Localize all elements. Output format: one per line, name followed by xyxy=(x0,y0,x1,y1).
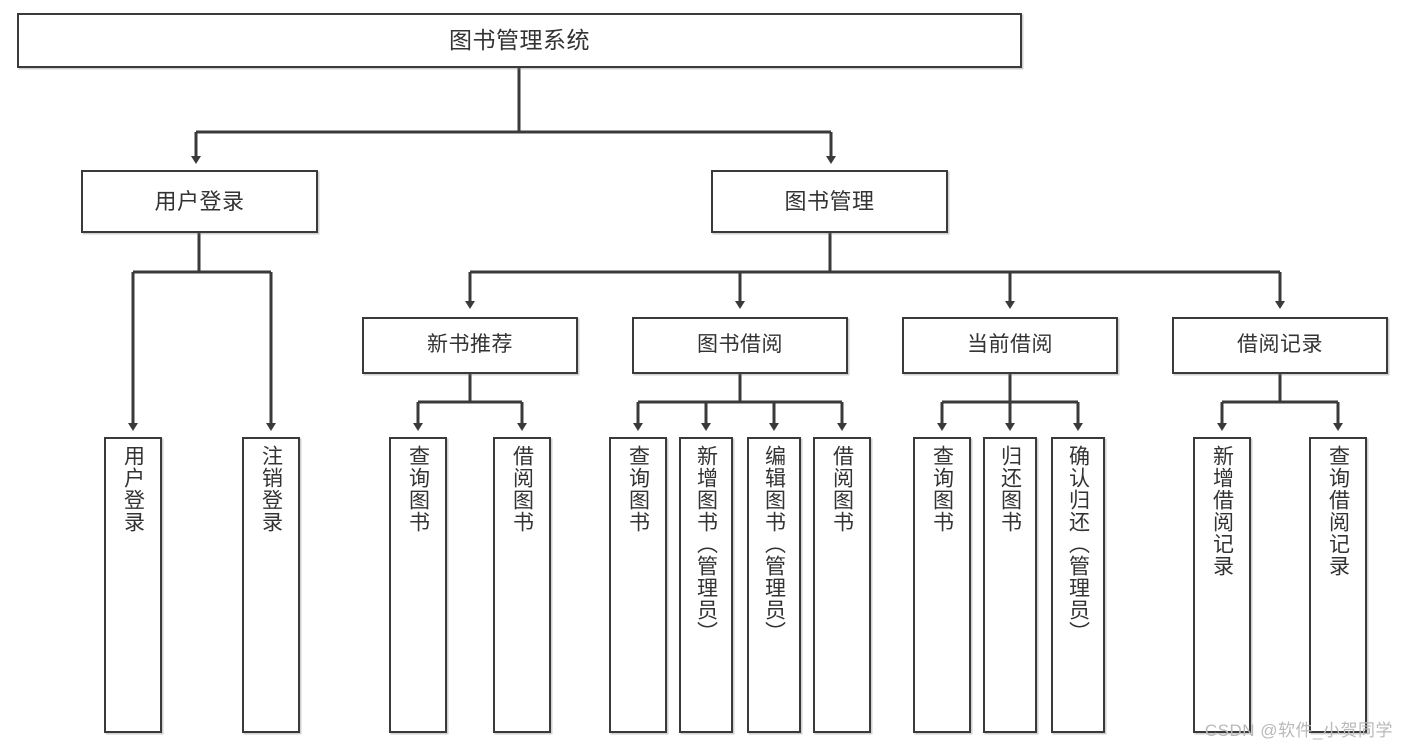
node-label: 查询图书 xyxy=(930,445,954,533)
node-label: 用户登录 xyxy=(154,188,245,214)
node-label: 借阅图书 xyxy=(830,445,854,533)
node-label: 用户登录 xyxy=(121,445,145,533)
leaf-borrow-add-book-admin[interactable]: 新增图书（管理员） xyxy=(679,437,733,733)
leaf-current-confirm-return-admin[interactable]: 确认归还（管理员） xyxy=(1051,437,1105,733)
node-label: 归还图书 xyxy=(998,445,1022,533)
node-label: 新增图书（管理员） xyxy=(694,445,718,643)
leaf-record-add-record[interactable]: 新增借阅记录 xyxy=(1193,437,1251,733)
node-label: 编辑图书（管理员） xyxy=(762,445,786,643)
node-root-system[interactable]: 图书管理系统 xyxy=(17,13,1022,68)
node-label: 图书管理系统 xyxy=(449,26,590,53)
node-label: 借阅记录 xyxy=(1237,333,1323,357)
node-label: 新增借阅记录 xyxy=(1210,445,1234,577)
node-new-book-recommend[interactable]: 新书推荐 xyxy=(362,317,578,374)
leaf-user-login-signout[interactable]: 注销登录 xyxy=(242,437,300,733)
leaf-user-login-signin[interactable]: 用户登录 xyxy=(104,437,162,733)
node-book-borrow[interactable]: 图书借阅 xyxy=(632,317,848,374)
node-label: 查询借阅记录 xyxy=(1326,445,1350,577)
leaf-borrow-edit-book-admin[interactable]: 编辑图书（管理员） xyxy=(747,437,801,733)
leaf-recommend-borrow-book[interactable]: 借阅图书 xyxy=(493,437,551,733)
node-label: 借阅图书 xyxy=(510,445,534,533)
node-label: 确认归还（管理员） xyxy=(1066,445,1090,643)
node-label: 当前借阅 xyxy=(967,333,1053,357)
node-label: 查询图书 xyxy=(626,445,650,533)
node-book-management[interactable]: 图书管理 xyxy=(711,170,948,233)
node-label: 查询图书 xyxy=(406,445,430,533)
leaf-record-query-record[interactable]: 查询借阅记录 xyxy=(1309,437,1367,733)
leaf-borrow-query-book[interactable]: 查询图书 xyxy=(609,437,667,733)
node-label: 新书推荐 xyxy=(427,333,513,357)
node-user-login[interactable]: 用户登录 xyxy=(81,170,318,233)
node-borrow-record[interactable]: 借阅记录 xyxy=(1172,317,1388,374)
leaf-recommend-query-book[interactable]: 查询图书 xyxy=(389,437,447,733)
node-label: 图书管理 xyxy=(784,188,875,214)
leaf-borrow-borrow-book[interactable]: 借阅图书 xyxy=(813,437,871,733)
leaf-current-query-book[interactable]: 查询图书 xyxy=(913,437,971,733)
watermark: CSDN @软件_小贺同学 xyxy=(1204,721,1393,740)
leaf-current-return-book[interactable]: 归还图书 xyxy=(983,437,1037,733)
node-label: 图书借阅 xyxy=(697,333,783,357)
node-label: 注销登录 xyxy=(259,445,283,533)
node-current-borrow[interactable]: 当前借阅 xyxy=(902,317,1118,374)
